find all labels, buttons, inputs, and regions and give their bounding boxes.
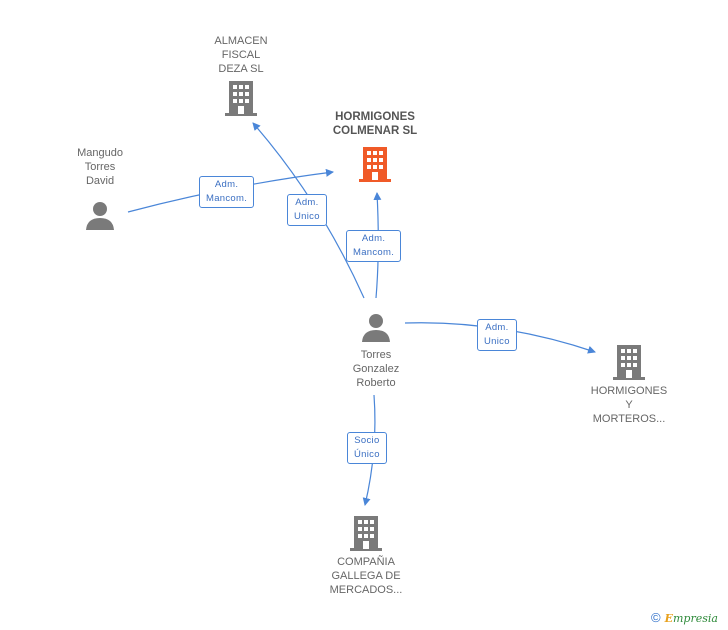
node-torres-gonzalez-roberto[interactable]: Torres Gonzalez Roberto [336,312,416,390]
node-label: ALMACEN FISCAL DEZA SL [214,35,268,75]
copyright-symbol: © [651,610,661,625]
node-hormigones-y-morteros[interactable]: HORMIGONES Y MORTEROS... [583,344,675,426]
brand-name: mpresia [672,612,718,625]
edge-label-torres-colmenar[interactable]: Adm. Mancom. [346,230,402,262]
person-icon [362,314,390,342]
brand-logo[interactable]: Empresia [665,612,718,625]
building-icon [359,147,391,182]
node-hormigones-colmenar[interactable]: HORMIGONES COLMENAR SL [320,110,430,182]
node-almacen-fiscal-deza[interactable]: ALMACEN FISCAL DEZA SL [196,34,286,116]
edge-label-mangudo-colmenar[interactable]: Adm. Mancom. [199,176,255,208]
edge-label-torres-compania[interactable]: Socio Único [347,432,387,464]
node-label: Torres Gonzalez Roberto [352,349,400,389]
building-icon [613,345,645,380]
node-label: HORMIGONES COLMENAR SL [332,111,418,137]
edge-label-torres-almacen[interactable]: Adm. Unico [287,194,327,226]
node-label: Mangudo Torres David [77,147,123,187]
node-label: COMPAÑIA GALLEGA DE MERCADOS... [329,556,403,596]
building-icon [350,516,382,551]
footer-brand: ©Empresia [651,610,718,625]
node-compania-gallega[interactable]: COMPAÑIA GALLEGA DE MERCADOS... [320,515,412,597]
building-icon [225,81,257,116]
node-label: HORMIGONES Y MORTEROS... [590,385,668,425]
person-icon [86,202,114,230]
node-mangudo-torres-david[interactable]: Mangudo Torres David [60,146,140,230]
brand-initial: E [664,612,673,625]
edge-label-torres-morteros[interactable]: Adm. Unico [477,319,517,351]
